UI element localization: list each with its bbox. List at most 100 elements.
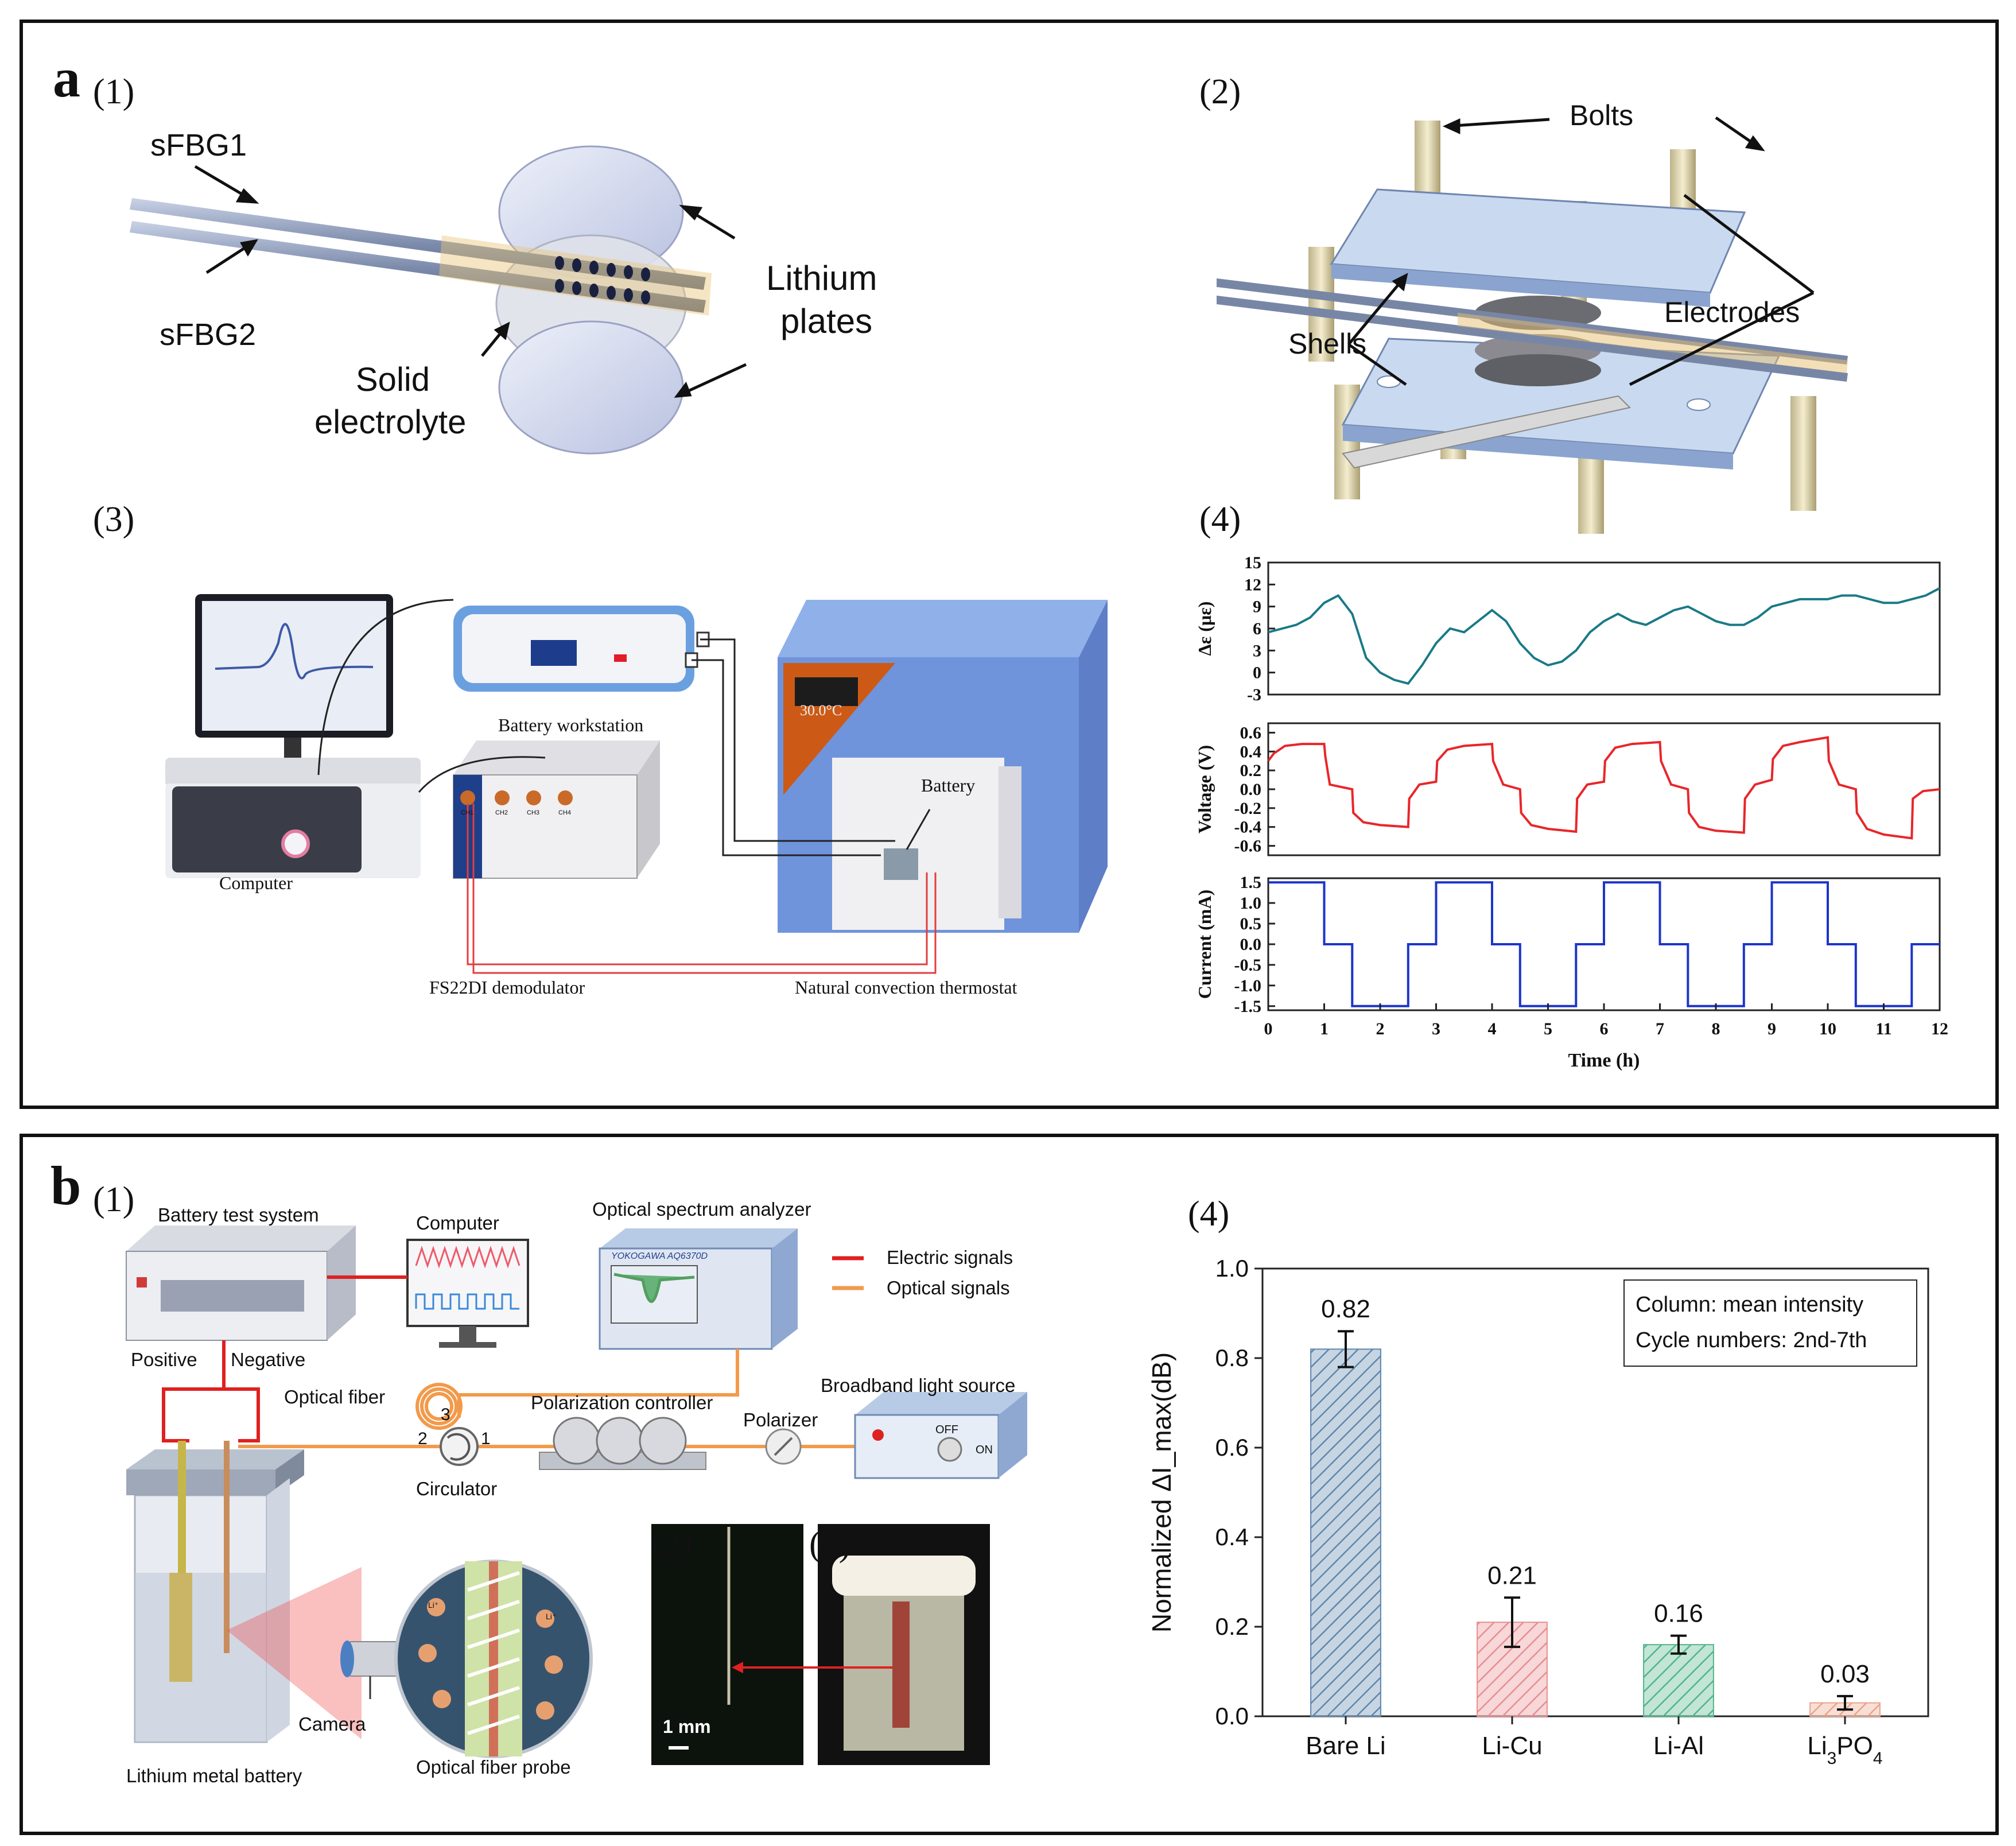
a4-xtick-label: 5: [1544, 1019, 1552, 1038]
electric-signal-lines: [162, 1275, 407, 1442]
b1-computer-label: Computer: [416, 1212, 499, 1234]
legend-optical-label: Optical signals: [887, 1277, 1010, 1298]
a4-ytick-label: 1.5: [1240, 873, 1262, 892]
a3-fiber-links: [467, 804, 937, 974]
temperature-readout: 30.0°C: [800, 702, 842, 719]
b2-scale-label: 1 mm: [663, 1716, 711, 1737]
polarization-controller: [539, 1417, 706, 1470]
b4-bar: [1643, 1644, 1714, 1717]
lithium-metal-battery: [126, 1441, 362, 1743]
electrode-strip: [1342, 395, 1632, 469]
optical-fiber-label: Optical fiber: [284, 1386, 386, 1407]
osa-brand-label: YOKOGAWA AQ6370D: [611, 1251, 708, 1261]
a4-ytick-label: 0.6: [1240, 723, 1262, 742]
b4-category-label: Bare Li: [1306, 1732, 1385, 1760]
a4-xtick-label: 2: [1376, 1019, 1385, 1038]
a4-ytick-label: -0.6: [1234, 837, 1262, 856]
battery-workstation-label: Battery workstation: [498, 715, 644, 735]
b4-category-label: Li3PO4: [1807, 1732, 1882, 1768]
a4-ytick-label: -0.4: [1234, 818, 1262, 837]
a2-fiber-2: [1217, 296, 1848, 382]
a4-xtick-label: 7: [1656, 1019, 1664, 1038]
a4-ytick-label: 3: [1253, 641, 1261, 660]
a2-number: (2): [1199, 72, 1241, 111]
b4-value-label: 0.03: [1820, 1660, 1870, 1688]
sfbg2-label: sFBG2: [160, 317, 257, 352]
b4-ytick-label: 0.2: [1215, 1613, 1249, 1640]
circulator: [440, 1427, 479, 1466]
b2-number: (2): [651, 1525, 693, 1564]
computer-monitor: [195, 594, 393, 769]
a4-xtick-label: 6: [1600, 1019, 1609, 1038]
a4-xtick-label: 11: [1875, 1019, 1891, 1038]
a4-xtick-label: 0: [1264, 1019, 1273, 1038]
b4-ytick-label: 0.4: [1215, 1523, 1249, 1550]
b1-setup-illustration: [126, 1226, 1027, 1765]
solid-electrolyte-label-1: Solid: [356, 361, 430, 398]
a4-ytick-label: -0.2: [1234, 799, 1262, 818]
a4-xtick-label: 8: [1712, 1019, 1720, 1038]
fs22di-demodulator: [453, 740, 660, 879]
lithium-plates-label-1: Lithium: [766, 259, 877, 297]
battery-workstation: [453, 606, 710, 692]
panel-b-letter: b: [51, 1155, 81, 1216]
computer-tower: [165, 758, 421, 878]
b4-ylabel: Normalized ΔI_max(dB): [1147, 1352, 1176, 1632]
camera: [340, 1641, 405, 1699]
demod-channel-4: CH4: [558, 809, 572, 816]
a3-setup-illustration: [165, 594, 1108, 974]
a4-xtick-label: 9: [1768, 1019, 1776, 1038]
demod-channel-2: CH2: [495, 809, 508, 816]
b4-plot-frame: [1261, 1267, 1929, 1717]
b4-value-label: 0.21: [1487, 1561, 1537, 1589]
a4-ytick-label: 1.0: [1240, 894, 1262, 913]
a4-ytick-label: 0.5: [1240, 914, 1262, 933]
b4-ytick-label: 0.0: [1215, 1702, 1249, 1729]
a1-number: (1): [93, 72, 135, 111]
a4-xtick-label: 1: [1320, 1019, 1329, 1038]
camera-label: Camera: [298, 1713, 366, 1735]
b4-ytick-label: 1.0: [1215, 1255, 1249, 1282]
a4-ylabel-0: Δε (με): [1194, 602, 1215, 656]
circulator-port-1: 1: [481, 1429, 491, 1448]
polarizer: [765, 1428, 802, 1465]
b4-ytick-label: 0.8: [1215, 1344, 1249, 1371]
b4-ytick-label: 0.6: [1215, 1434, 1249, 1461]
a1-fiber-illustration: [130, 145, 747, 455]
b4-legend-entry: Cycle numbers: 2nd-7th: [1636, 1328, 1867, 1352]
b4-value-label: 0.82: [1321, 1295, 1370, 1323]
b4-legend-entry: Column: mean intensity: [1636, 1293, 1863, 1317]
panel-a-frame: [20, 20, 1999, 1109]
a1-arrows: [194, 165, 747, 398]
optical-fiber-probe-label: Optical fiber probe: [416, 1756, 571, 1778]
b1-number: (1): [93, 1180, 135, 1219]
lithium-plate-bottom: [498, 320, 684, 455]
a4-plot-frame-1: [1267, 722, 1941, 856]
circulator-port-2: 2: [418, 1429, 428, 1448]
a4-xtick-label: 12: [1931, 1019, 1948, 1038]
a3-number: (3): [93, 500, 135, 539]
a2-arrows: [1347, 116, 1815, 386]
a4-ytick-label: -0.5: [1234, 956, 1262, 975]
demod-channel-1: CH1: [461, 809, 474, 816]
a4-number: (4): [1199, 500, 1241, 539]
battery-test-system-label: Battery test system: [158, 1204, 319, 1226]
a4-xlabel: Time (h): [1568, 1050, 1640, 1071]
polarizer-label: Polarizer: [743, 1409, 818, 1430]
a4-series-line-2: [1268, 881, 1940, 1007]
a3-wires: [317, 599, 895, 856]
b2-micrograph: [651, 1524, 803, 1765]
battery-test-system: [126, 1226, 356, 1341]
a4-ytick-label: -1.0: [1234, 976, 1262, 995]
b4-value-label: 0.16: [1654, 1600, 1703, 1628]
a4-xtick-label: 4: [1488, 1019, 1497, 1038]
a2-cell-illustration: [1217, 116, 1848, 534]
thermostat: [778, 600, 1108, 933]
a4-ytick-label: 0: [1253, 664, 1261, 682]
fiber-probe-zoom: [394, 1560, 593, 1758]
b4-number: (4): [1188, 1195, 1230, 1234]
b4-legend-box: [1623, 1279, 1917, 1367]
negative-label: Negative: [231, 1349, 306, 1370]
